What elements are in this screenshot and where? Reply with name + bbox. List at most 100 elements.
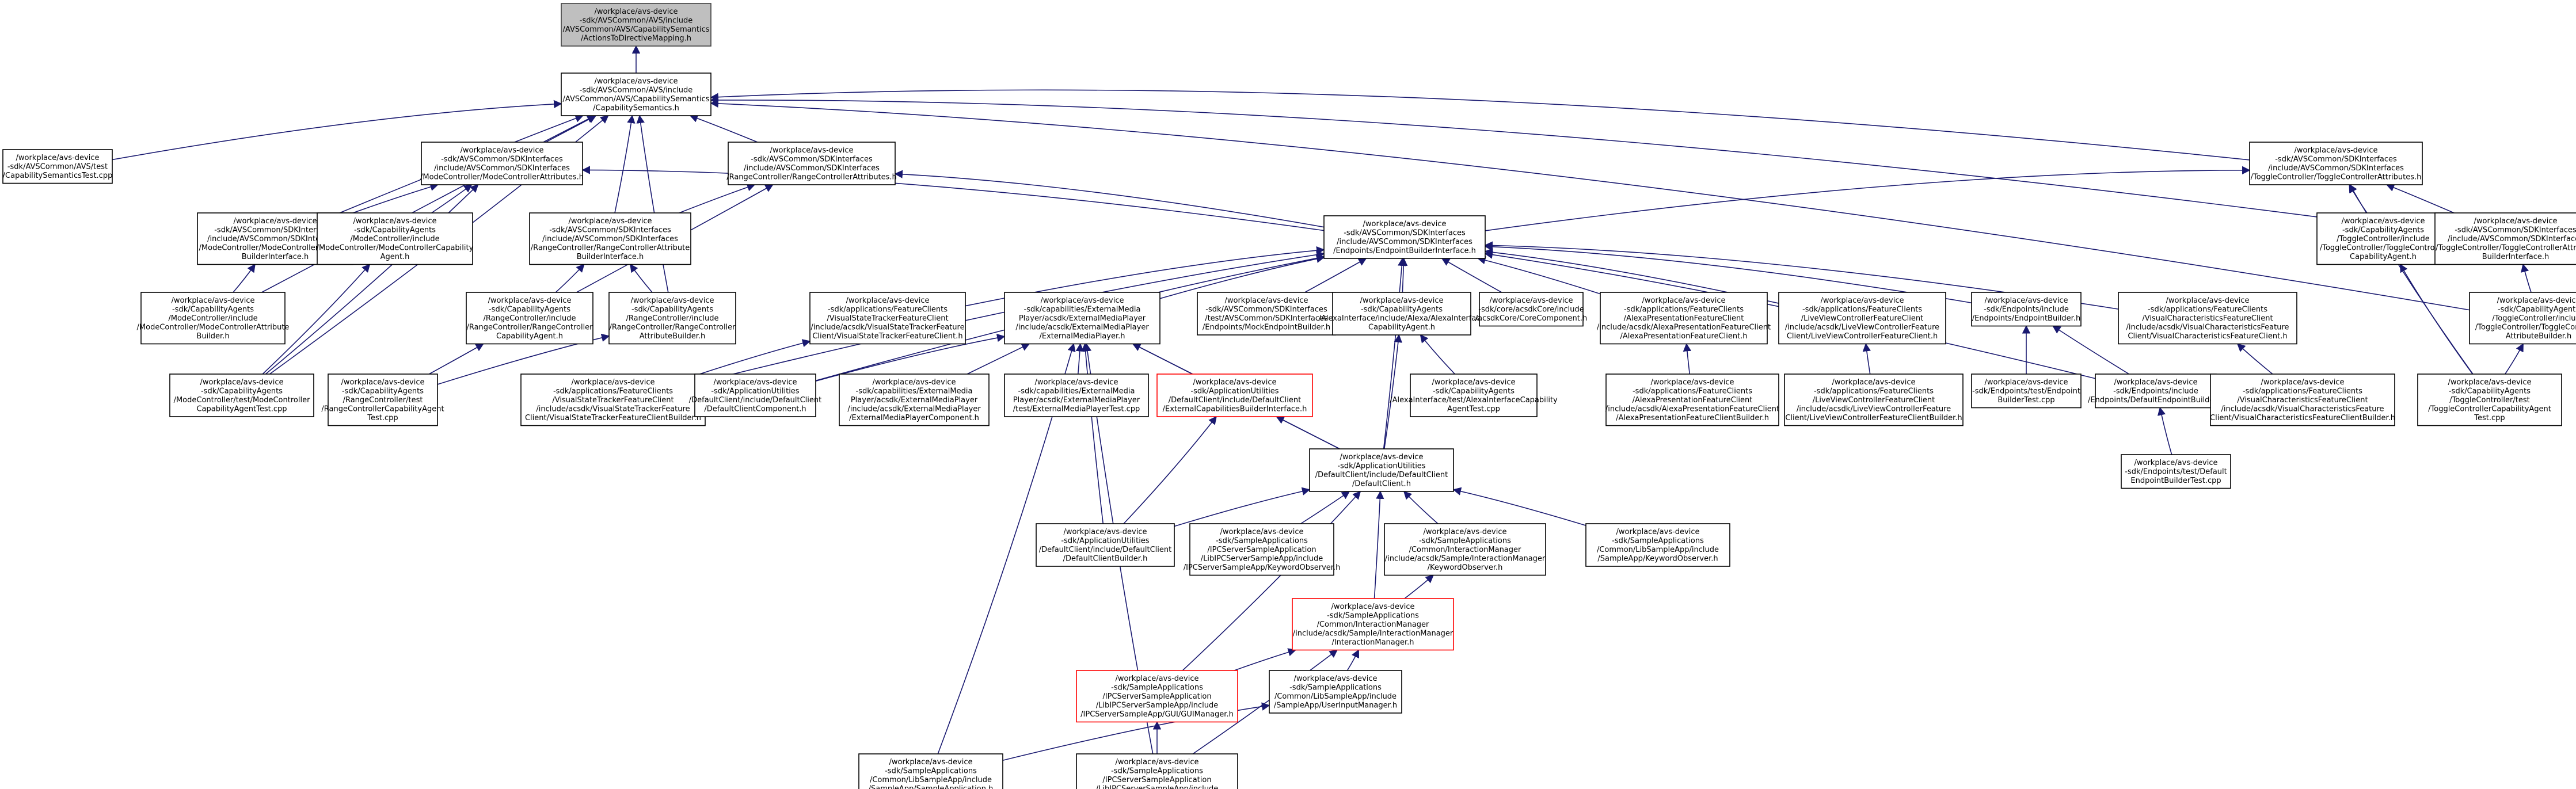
node-libkwo[interactable]: /workplace/avs-device-sdk/SampleApplicat… — [1585, 523, 1730, 567]
node-label-line: Test.cpp — [367, 414, 398, 422]
node-toggleagent[interactable]: /workplace/avs-device-sdk/CapabilityAgen… — [2316, 212, 2450, 265]
node-box — [561, 3, 711, 47]
node-label-line: -sdk/CapabilityAgents — [172, 306, 254, 314]
node-rangetest[interactable]: /workplace/avs-device-sdk/CapabilityAgen… — [321, 373, 444, 426]
node-label-line: -sdk/applications/FeatureClients — [1814, 387, 1934, 396]
node-vcfc[interactable]: /workplace/avs-device-sdk/applications/F… — [2118, 292, 2297, 345]
node-label-line: /ModeController/ModeControllerAttribute — [199, 244, 352, 253]
node-label-line: /Endpoints/EndpointBuilder.h — [1972, 314, 2080, 323]
node-aiagent[interactable]: /workplace/avs-device-sdk/CapabilityAgen… — [1319, 292, 1485, 336]
edge-vstfcb-to-vstfc — [699, 339, 811, 375]
node-vstfc[interactable]: /workplace/avs-device-sdk/applications/F… — [809, 292, 966, 345]
edge-empcomp-to-emp — [967, 343, 1030, 375]
node-label-line: /DefaultClient.h — [1352, 480, 1411, 489]
node-box — [169, 373, 314, 417]
edge-ipckwo-to-dc — [1300, 491, 1350, 524]
node-label-line: /workplace/avs-device — [2474, 217, 2557, 226]
node-guim[interactable]: /workplace/avs-device-sdk/SampleApplicat… — [1076, 670, 1238, 723]
node-ipckwo[interactable]: /workplace/avs-device-sdk/SampleApplicat… — [1184, 523, 1341, 576]
node-label-line: -sdk/applications/FeatureClients — [1624, 306, 1744, 314]
node-depbtest[interactable]: /workplace/avs-device-sdk/Endpoints/test… — [2121, 454, 2231, 489]
node-a2d[interactable]: /workplace/avs-device-sdk/AVSCommon/AVS/… — [561, 3, 711, 47]
node-epbtest[interactable]: /workplace/avs-device-sdk/Endpoints/test… — [1971, 373, 2082, 409]
node-label-line: -sdk/CapabilityAgents — [2342, 226, 2424, 235]
node-im[interactable]: /workplace/avs-device-sdk/SampleApplicat… — [1292, 598, 1454, 651]
node-box — [1309, 448, 1454, 492]
node-mockeb[interactable]: /workplace/avs-device-sdk/AVSCommon/SDKI… — [1197, 292, 1336, 336]
node-ipcsa[interactable]: /workplace/avs-device-sdk/SampleApplicat… — [1076, 753, 1238, 789]
node-label-line: -sdk/capabilities/ExternalMedia — [856, 387, 973, 396]
node-vcfcb[interactable]: /workplace/avs-device-sdk/applications/F… — [2210, 373, 2395, 426]
edge-lvcfcb-to-lvcfc — [1862, 343, 1871, 375]
node-depb[interactable]: /workplace/avs-device-sdk/Endpoints/incl… — [2088, 373, 2224, 409]
edge-dcb-to-dc — [1174, 487, 1311, 527]
node-label-line: /RangeController/RangeController — [609, 323, 736, 332]
node-box — [1479, 292, 1584, 327]
node-label-line: -sdk/SampleApplications — [1216, 537, 1308, 546]
node-label-line: /RangeController/include — [626, 314, 718, 323]
node-toggletest[interactable]: /workplace/avs-device-sdk/CapabilityAgen… — [2417, 373, 2562, 426]
node-label-line: /LibIPCServerSampleApp/include — [1096, 702, 1219, 710]
node-toggleab[interactable]: /workplace/avs-device-sdk/CapabilityAgen… — [2469, 292, 2576, 345]
node-label-line: /Common/InteractionManager — [1317, 620, 1429, 629]
edge-dc-to-aiagent — [1383, 334, 1402, 449]
edge-toggleabi-to-toggleattr — [2385, 184, 2455, 214]
node-rangeabi[interactable]: /workplace/avs-device-sdk/AVSCommon/SDKI… — [529, 212, 691, 265]
node-label-line: /workplace/avs-device — [1616, 528, 1699, 536]
node-dcb[interactable]: /workplace/avs-device-sdk/ApplicationUti… — [1036, 523, 1175, 567]
node-epb[interactable]: /workplace/avs-device-sdk/Endpoints/incl… — [1971, 292, 2082, 327]
node-lvcfcb[interactable]: /workplace/avs-device-sdk/applications/F… — [1784, 373, 1964, 426]
node-vstfcb[interactable]: /workplace/avs-device-sdk/applications/F… — [520, 373, 706, 426]
node-empcomp[interactable]: /workplace/avs-device-sdk/capabilities/E… — [839, 373, 990, 426]
node-modeagent[interactable]: /workplace/avs-device-sdk/CapabilityAgen… — [317, 212, 474, 265]
node-label-line: /VisualStateTrackerFeatureClient — [552, 396, 674, 405]
node-uim[interactable]: /workplace/avs-device-sdk/SampleApplicat… — [1269, 670, 1402, 714]
node-box — [140, 292, 286, 345]
node-label-line: /workplace/avs-device — [594, 77, 678, 86]
node-label-line: /AVSCommon/AVS/CapabilitySemantics — [563, 95, 710, 104]
edge-depbtest-to-depb — [2157, 407, 2172, 455]
node-apfcb[interactable]: /workplace/avs-device-sdk/applications/F… — [1605, 373, 1779, 426]
node-dccomp[interactable]: /workplace/avs-device-sdk/ApplicationUti… — [689, 373, 822, 417]
node-modetest[interactable]: /workplace/avs-device-sdk/CapabilityAgen… — [169, 373, 314, 417]
node-label-line: /include/acsdk/VisualStateTrackerFeature — [811, 323, 964, 332]
node-ecbi[interactable]: /workplace/avs-device-sdk/ApplicationUti… — [1156, 373, 1313, 417]
node-label-line: /ExternalMediaPlayer.h — [1040, 332, 1125, 341]
node-rangeattr[interactable]: /workplace/avs-device-sdk/AVSCommon/SDKI… — [726, 142, 897, 185]
node-cstest[interactable]: /workplace/avs-device-sdk/AVSCommon/AVS/… — [2, 149, 113, 184]
node-lvcfc[interactable]: /workplace/avs-device-sdk/applications/F… — [1778, 292, 1946, 345]
node-emptest[interactable]: /workplace/avs-device-sdk/capabilities/E… — [1004, 373, 1149, 417]
node-label-line: /DefaultClientBuilder.h — [1063, 555, 1148, 563]
edge-imko-to-dc — [1403, 490, 1439, 524]
node-imko[interactable]: /workplace/avs-device-sdk/SampleApplicat… — [1384, 523, 1546, 576]
node-label-line: /ModeController/ModeControllerCapability — [317, 244, 474, 253]
node-label-line: /workplace/avs-device — [2341, 217, 2425, 226]
node-apfc[interactable]: /workplace/avs-device-sdk/applications/F… — [1597, 292, 1771, 345]
node-aitest[interactable]: /workplace/avs-device-sdk/CapabilityAgen… — [1390, 373, 1558, 417]
node-cs[interactable]: /workplace/avs-device-sdk/AVSCommon/AVS/… — [561, 73, 711, 116]
node-label-line: /workplace/avs-device — [568, 217, 652, 226]
node-label-line: /workplace/avs-device — [713, 378, 797, 387]
edge-toggleabi-to-cs — [710, 96, 2436, 233]
node-label-line: /workplace/avs-device — [2114, 378, 2197, 387]
node-box — [2118, 292, 2297, 345]
node-corecomp[interactable]: /workplace/avs-device-sdk/core/acsdkCore… — [1475, 292, 1587, 327]
node-label-line: /workplace/avs-device — [846, 296, 929, 305]
node-label-line: -sdk/SampleApplications — [1111, 767, 1203, 776]
node-rangeab[interactable]: /workplace/avs-device-sdk/CapabilityAgen… — [608, 292, 736, 345]
node-modeattr[interactable]: /workplace/avs-device-sdk/AVSCommon/SDKI… — [420, 142, 584, 185]
node-dc[interactable]: /workplace/avs-device-sdk/ApplicationUti… — [1309, 448, 1454, 492]
node-label-line: /AlexaPresentationFeatureClientBuilder.h — [1616, 414, 1769, 422]
node-box — [1384, 523, 1546, 576]
node-label-line: -sdk/applications/FeatureClients — [828, 306, 948, 314]
node-label-line: -sdk/CapabilityAgents — [201, 387, 283, 396]
node-label-line: /ToggleController/ToggleController — [2475, 323, 2576, 332]
node-modeab[interactable]: /workplace/avs-device-sdk/CapabilityAgen… — [137, 292, 290, 345]
node-label-line: Client/VisualStateTrackerFeatureClient.h — [812, 332, 962, 341]
node-libsa[interactable]: /workplace/avs-device-sdk/SampleApplicat… — [858, 753, 1003, 789]
node-toggleattr[interactable]: /workplace/avs-device-sdk/AVSCommon/SDKI… — [2249, 142, 2423, 185]
node-toggleabi[interactable]: /workplace/avs-device-sdk/AVSCommon/SDKI… — [2434, 212, 2576, 265]
node-epbi[interactable]: /workplace/avs-device-sdk/AVSCommon/SDKI… — [1323, 215, 1486, 259]
node-rangeagent[interactable]: /workplace/avs-device-sdk/CapabilityAgen… — [466, 292, 593, 345]
node-emp[interactable]: /workplace/avs-device-sdk/capabilities/E… — [1004, 292, 1160, 345]
